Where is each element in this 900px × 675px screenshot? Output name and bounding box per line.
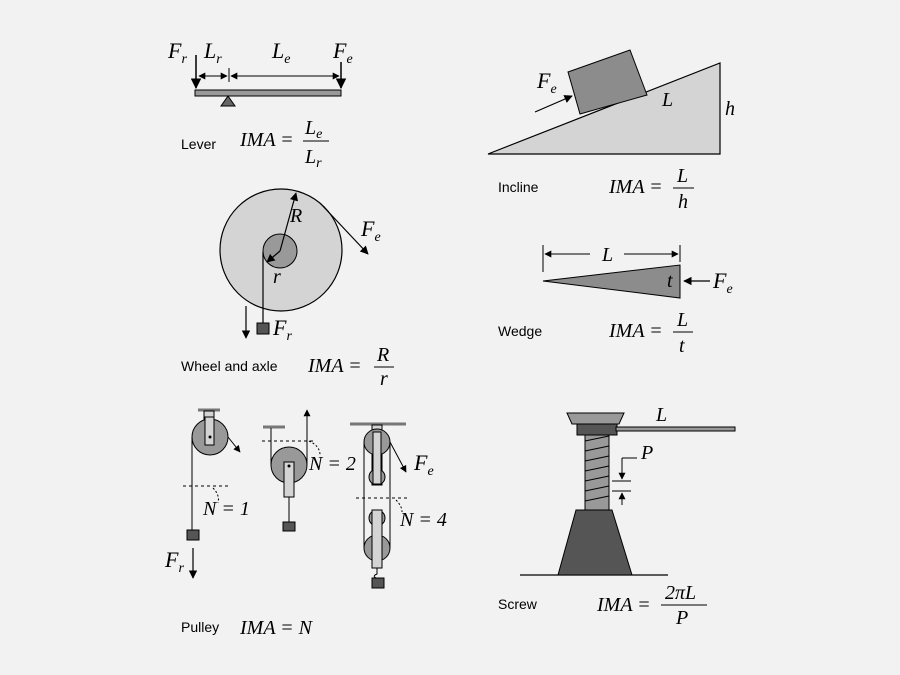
lever-le-label: Le [271,38,290,67]
pulley1-effort-arrow [227,436,241,453]
incline-block [567,49,648,115]
wheel-formula-den: r [380,368,388,390]
wheel-fe-label: Fe [360,216,381,245]
screw-base [557,509,633,576]
pulley-n4-label: N = 4 [399,509,447,531]
screw-L-label: L [655,404,667,426]
incline-formula-num: L [676,165,688,187]
lever-formula-den: Lr [304,146,322,171]
pulley-fe-label: Fe [413,450,434,479]
pulley-label: Pulley [181,619,219,635]
incline-formula-den: h [678,191,688,213]
pulley1-pointer [212,487,219,504]
pulley1-strap-front [204,416,215,446]
pulley2-pointer [308,440,321,456]
pulley4-pointer [395,499,403,513]
pulley-n1-label: N = 1 [202,498,250,520]
wedge-t-label: t [667,270,673,292]
screw-label: Screw [498,596,538,612]
lever-fulcrum [220,95,236,107]
screw-lever-arm [615,426,736,432]
pulley-fr-label: Fr [164,547,184,576]
pulley4-effort-arrow [389,441,407,473]
wheel-R-label: R [289,205,302,227]
wedge-label: Wedge [498,323,542,339]
pulley2-axle [287,464,291,468]
pulley2-load [282,521,296,532]
screw-formula-num: 2πL [665,582,696,604]
incline-label: Incline [498,179,539,195]
incline-formula-lhs: IMA = [608,176,663,198]
lever-formula-lhs: IMA = [239,129,294,151]
wheel-axle-diagram: R r Fe Fr Wheel and axle IMA = R r [181,188,394,390]
wheel-fr-label: Fr [272,315,292,344]
lever-diagram: Fr Lr Le Fe Lever IMA = Le Lr [167,38,353,171]
pulley1-axle [208,435,212,439]
incline-h-label: h [725,98,735,120]
lever-bar [194,89,342,97]
wedge-shape [542,264,681,299]
pulley-n2-label: N = 2 [308,453,356,475]
lever-fe-label: Fe [332,38,353,67]
pulley-diagram: N = 1 Fr N = 2 N = 4 Fe Pulley IM [164,408,447,639]
wedge-formula-den: t [679,335,685,357]
wheel-load [256,322,270,335]
screw-formula-lhs: IMA = [596,594,651,616]
wedge-L-label: L [601,244,613,266]
incline-ramp [487,62,721,155]
incline-fe-label: Fe [536,68,557,97]
wheel-radius-r [266,250,281,263]
wedge-fe-label: Fe [712,268,733,297]
incline-L-label: L [661,89,673,111]
pulley1-load [186,529,200,541]
wedge-diagram: L t Fe Wedge IMA = L t [498,244,733,357]
wheel-formula-lhs: IMA = [307,355,362,377]
screw-cap [566,412,625,425]
lever-label: Lever [181,136,216,152]
wedge-formula-lhs: IMA = [608,320,663,342]
pulley4-upper-strap-front [372,431,382,485]
pulley4-hook [373,568,378,579]
wheel-label: Wheel and axle [181,358,278,374]
incline-fe-arrow [534,95,573,113]
screw-diagram: L P Screw IMA = 2πL P [498,404,736,629]
wheel-radius-R [279,192,299,252]
wheel-formula-num: R [376,344,389,366]
screw-formula-den: P [675,607,688,629]
pulley4-lower-strap [371,509,383,569]
incline-diagram: Fe L h Incline IMA = L h [487,49,735,213]
pulley4-load [371,577,385,589]
screw-collar [576,423,618,436]
lever-formula-num: Le [304,117,322,142]
lever-fr-label: Fr [167,38,187,67]
wedge-formula-num: L [676,309,688,331]
wheel-r-label: r [273,266,281,288]
lever-lr-label: Lr [203,38,222,67]
screw-threads [584,435,610,502]
screw-P-label: P [640,442,653,464]
pulley-formula: IMA = N [239,617,314,639]
wheel-rope-outer [319,202,369,255]
